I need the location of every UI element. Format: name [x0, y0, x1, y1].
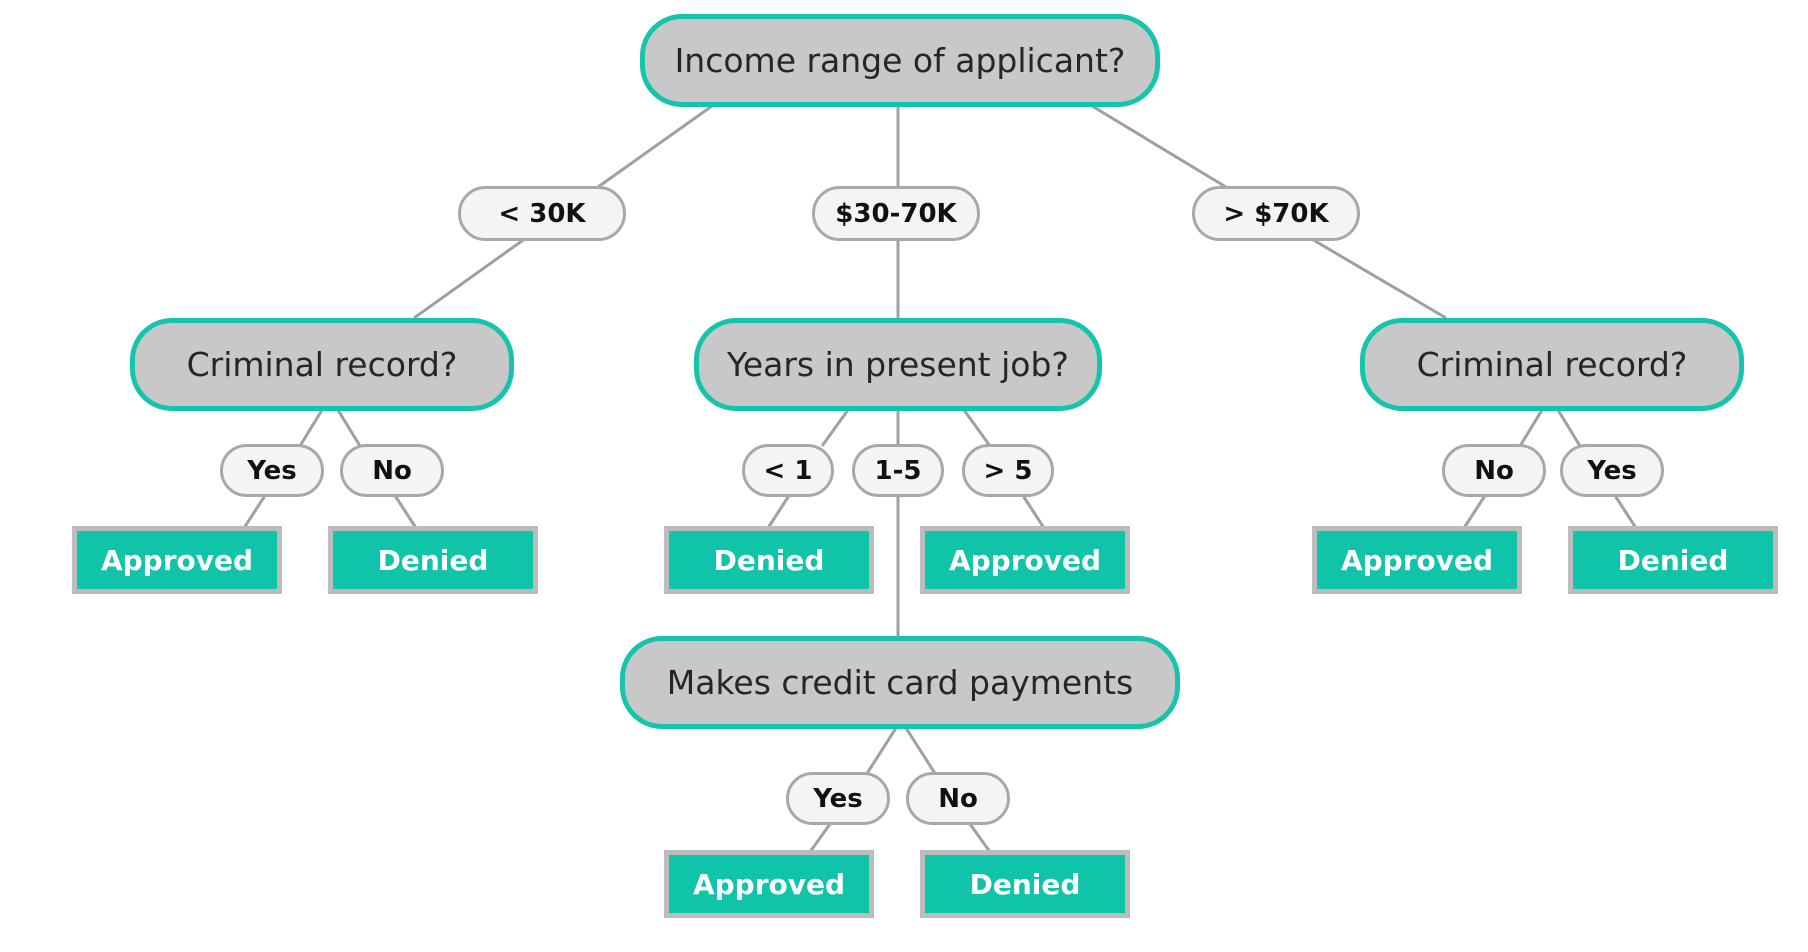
connector [1091, 104, 1227, 189]
question-criminal-record-left: Criminal record? [130, 318, 514, 411]
connector [904, 727, 938, 776]
connector [962, 409, 992, 447]
connector [597, 104, 713, 189]
connector [242, 493, 268, 529]
branch-right-yes: Yes [1560, 444, 1664, 497]
connector [766, 493, 792, 529]
question-years-in-job: Years in present job? [694, 318, 1102, 411]
branch-income-30-70k: $30-70K [812, 186, 980, 241]
outcome-credit-no-denied: Denied [920, 850, 1130, 918]
question-credit-card-payments: Makes credit card payments [620, 636, 1180, 729]
branch-income-over-70k: > $70K [1192, 186, 1360, 241]
connector [808, 823, 832, 853]
connector [820, 409, 850, 447]
branch-years-under-1: < 1 [742, 444, 834, 497]
connector [864, 727, 898, 776]
branch-credit-yes: Yes [786, 772, 890, 825]
outcome-right-no-approved: Approved [1312, 526, 1522, 594]
branch-credit-no: No [906, 772, 1010, 825]
branch-income-under-30k: < 30K [458, 186, 626, 241]
outcome-credit-yes-approved: Approved [664, 850, 874, 918]
outcome-right-yes-denied: Denied [1568, 526, 1778, 594]
connector [1612, 493, 1638, 529]
connector [1518, 409, 1544, 447]
connector [1462, 493, 1488, 529]
outcome-left-yes-approved: Approved [72, 526, 282, 594]
outcome-years-under-1-denied: Denied [664, 526, 874, 594]
question-income-range: Income range of applicant? [640, 14, 1160, 107]
branch-left-yes: Yes [220, 444, 324, 497]
connector [1556, 409, 1582, 447]
connector [413, 236, 527, 320]
connector [968, 823, 992, 853]
branch-left-no: No [340, 444, 444, 497]
connector [336, 409, 362, 447]
connector [392, 493, 418, 529]
branch-years-1-to-5: 1-5 [852, 444, 944, 497]
connector [1309, 236, 1447, 320]
connector [298, 409, 324, 447]
branch-right-no: No [1442, 444, 1546, 497]
question-criminal-record-right: Criminal record? [1360, 318, 1744, 411]
connector [1020, 493, 1046, 529]
outcome-years-over-5-approved: Approved [920, 526, 1130, 594]
outcome-left-no-denied: Denied [328, 526, 538, 594]
branch-years-over-5: > 5 [962, 444, 1054, 497]
